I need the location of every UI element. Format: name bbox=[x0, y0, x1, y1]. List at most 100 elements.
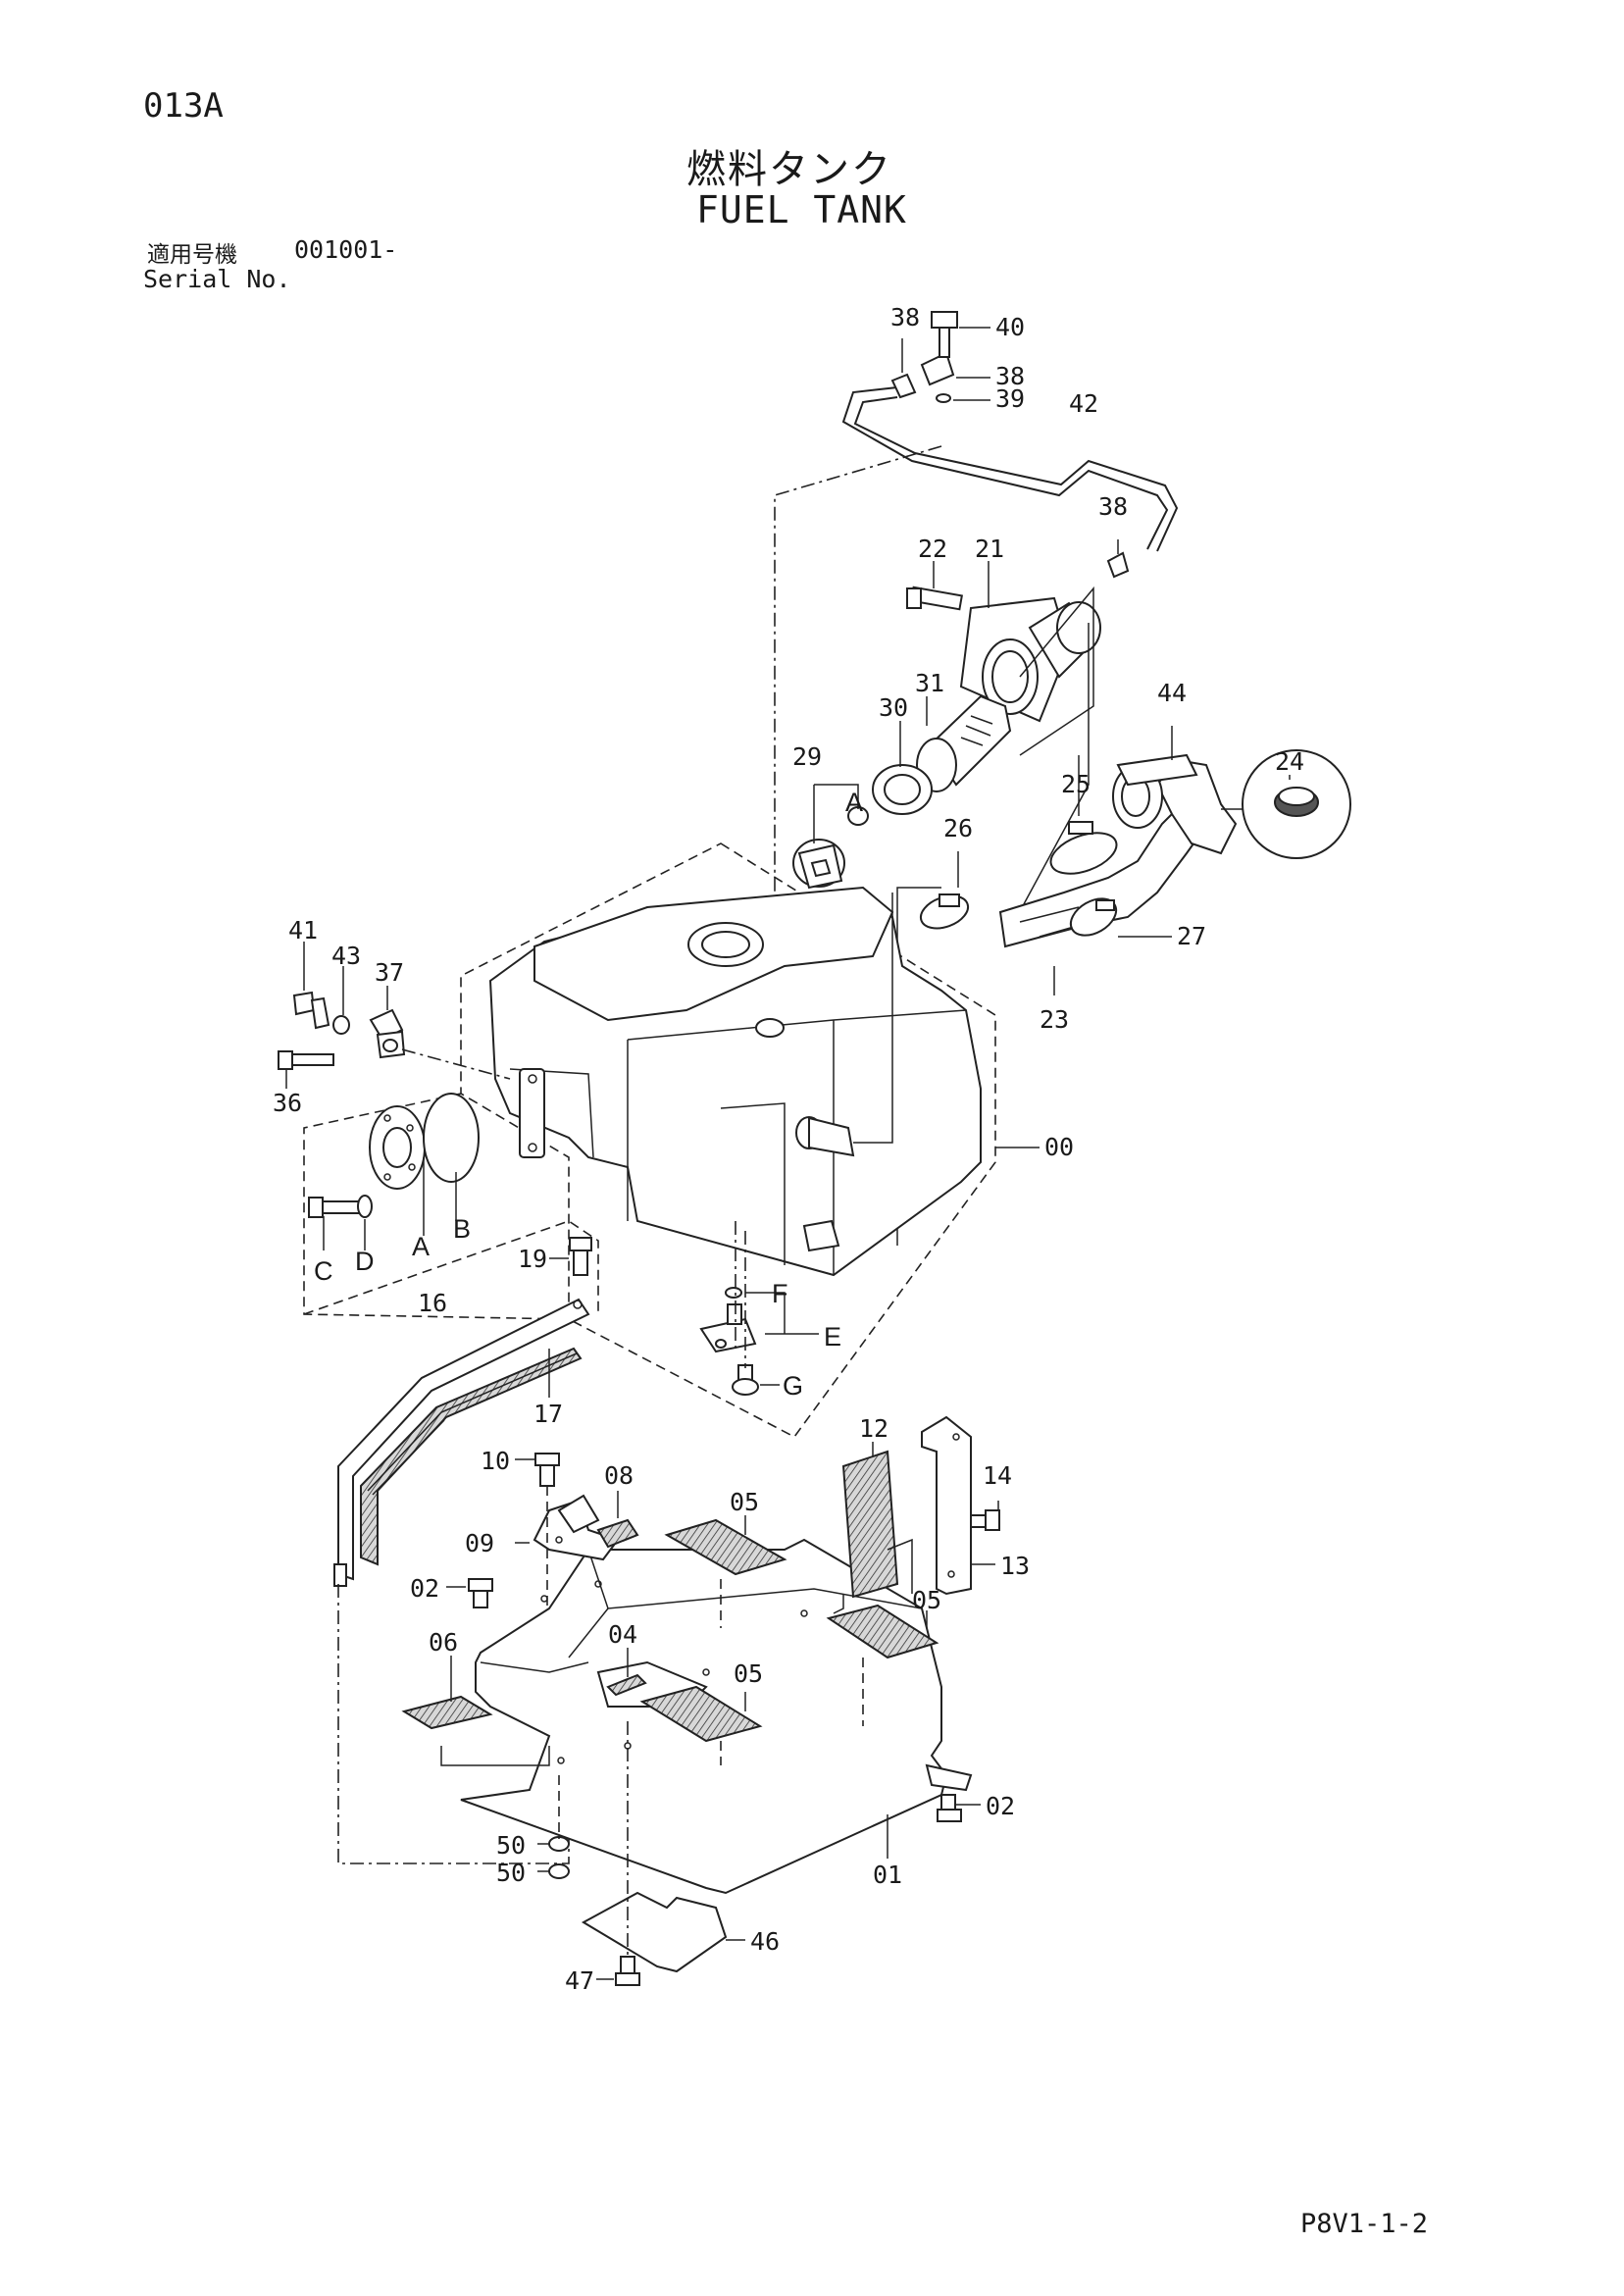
page-title: FUEL TANK bbox=[696, 188, 907, 231]
callout-38: 38 bbox=[890, 303, 920, 332]
callout-10: 10 bbox=[481, 1447, 510, 1475]
strap-rubber bbox=[360, 1347, 583, 1566]
hose-clamp-tank-side bbox=[1069, 897, 1118, 937]
callout-B: B bbox=[453, 1214, 471, 1244]
drain-plate-outline bbox=[303, 1093, 570, 1320]
callout-31: 31 bbox=[915, 669, 944, 697]
vent-clamp-right bbox=[1106, 551, 1130, 579]
callout-00: 00 bbox=[1044, 1133, 1074, 1161]
callout-D: D bbox=[355, 1247, 375, 1276]
cover-nut-upper bbox=[548, 1836, 570, 1852]
strainer bbox=[916, 694, 1012, 792]
page-title-japanese: 燃料タンク bbox=[686, 147, 892, 192]
tank-assembly-outline bbox=[460, 842, 996, 1439]
callout-50: 50 bbox=[496, 1859, 526, 1887]
vent-pipe-dropline bbox=[774, 445, 942, 1020]
callout-22: 22 bbox=[918, 535, 947, 563]
callout-47: 47 bbox=[565, 1966, 594, 1995]
sender-flange bbox=[369, 1105, 426, 1190]
serial-number-range: 001001- bbox=[294, 235, 398, 264]
flange-bolt bbox=[308, 1197, 364, 1218]
callout-13: 13 bbox=[1000, 1552, 1030, 1580]
callout-14: 14 bbox=[983, 1461, 1012, 1490]
hose-clamp-upper bbox=[1049, 821, 1118, 875]
callout-38: 38 bbox=[1098, 492, 1128, 521]
callout-24: 24 bbox=[1275, 747, 1304, 776]
bottom-sender-oring bbox=[725, 1287, 742, 1299]
cover-bolt-right bbox=[937, 1794, 962, 1822]
mount-bolt bbox=[534, 1453, 560, 1487]
drain-hose bbox=[292, 991, 330, 1030]
serial-label: Serial No. bbox=[143, 265, 291, 293]
callout-23: 23 bbox=[1040, 1005, 1069, 1034]
lower-plate bbox=[581, 1891, 728, 1973]
serial-label-japanese: 適用号機 bbox=[147, 242, 237, 268]
callout-16: 16 bbox=[418, 1289, 447, 1317]
callout-A: A bbox=[412, 1232, 430, 1261]
callout-12: 12 bbox=[859, 1414, 888, 1443]
center-spacer bbox=[606, 1673, 647, 1697]
callout-21: 21 bbox=[975, 535, 1004, 563]
callout-17: 17 bbox=[533, 1400, 563, 1428]
cover-pad-right bbox=[826, 1604, 939, 1659]
mount-spacer bbox=[596, 1518, 639, 1549]
callout-A: A bbox=[845, 788, 863, 817]
hose-clamp-lower bbox=[919, 893, 970, 930]
callout-G: G bbox=[783, 1371, 803, 1401]
cover-pad-left bbox=[401, 1695, 493, 1730]
filler-neck bbox=[906, 586, 1101, 723]
callout-29: 29 bbox=[792, 742, 822, 771]
cover-bolt-left bbox=[468, 1578, 493, 1608]
drain-bolt bbox=[278, 1050, 334, 1070]
callout-E: E bbox=[824, 1322, 841, 1352]
callout-C: C bbox=[314, 1256, 333, 1286]
callout-30: 30 bbox=[879, 693, 908, 722]
callout-04: 04 bbox=[608, 1620, 637, 1649]
callout-25: 25 bbox=[1061, 770, 1091, 798]
callout-46: 46 bbox=[750, 1927, 780, 1956]
callout-37: 37 bbox=[375, 958, 404, 987]
vent-clamp-top bbox=[890, 311, 958, 403]
drain-valve bbox=[369, 1008, 406, 1059]
callout-F: F bbox=[772, 1279, 788, 1308]
callout-38: 38 bbox=[995, 362, 1025, 390]
callout-01: 01 bbox=[873, 1861, 902, 1889]
callout-05: 05 bbox=[734, 1659, 763, 1688]
bottom-sender-bolt bbox=[732, 1364, 759, 1396]
callout-26: 26 bbox=[943, 814, 973, 842]
strap-bolt bbox=[569, 1237, 592, 1276]
bottom-sender bbox=[699, 1303, 757, 1353]
callout-09: 09 bbox=[465, 1529, 494, 1557]
page-code: 013A bbox=[143, 86, 224, 126]
hose-elbow bbox=[1112, 753, 1238, 855]
hose-insert-detail bbox=[1242, 749, 1351, 859]
callout-43: 43 bbox=[331, 942, 361, 970]
callout-27: 27 bbox=[1177, 922, 1206, 950]
side-bracket bbox=[921, 1415, 972, 1596]
callout-44: 44 bbox=[1157, 679, 1187, 707]
fuel-tank bbox=[488, 886, 982, 1277]
callout-39: 39 bbox=[995, 384, 1025, 413]
callout-05: 05 bbox=[912, 1586, 941, 1614]
callout-05: 05 bbox=[730, 1488, 759, 1516]
upper-mount bbox=[533, 1494, 620, 1561]
callout-36: 36 bbox=[273, 1089, 302, 1117]
cover-nut-lower bbox=[548, 1863, 570, 1879]
callout-02: 02 bbox=[410, 1574, 439, 1603]
callout-08: 08 bbox=[604, 1461, 634, 1490]
callout-06: 06 bbox=[429, 1628, 458, 1657]
callout-40: 40 bbox=[995, 313, 1025, 341]
sender-gasket bbox=[423, 1093, 480, 1183]
page-reference: P8V1-1-2 bbox=[1300, 2209, 1429, 2239]
callout-50: 50 bbox=[496, 1831, 526, 1860]
drain-washer bbox=[332, 1015, 350, 1035]
callout-42: 42 bbox=[1069, 389, 1098, 418]
vent-pipe bbox=[841, 386, 1179, 552]
cover-pad-top bbox=[664, 1518, 787, 1576]
callout-19: 19 bbox=[518, 1245, 547, 1273]
fuel-cap bbox=[792, 839, 845, 890]
callout-02: 02 bbox=[986, 1792, 1015, 1820]
plate-bolt bbox=[615, 1956, 640, 1986]
bracket-bolt bbox=[970, 1509, 1000, 1531]
